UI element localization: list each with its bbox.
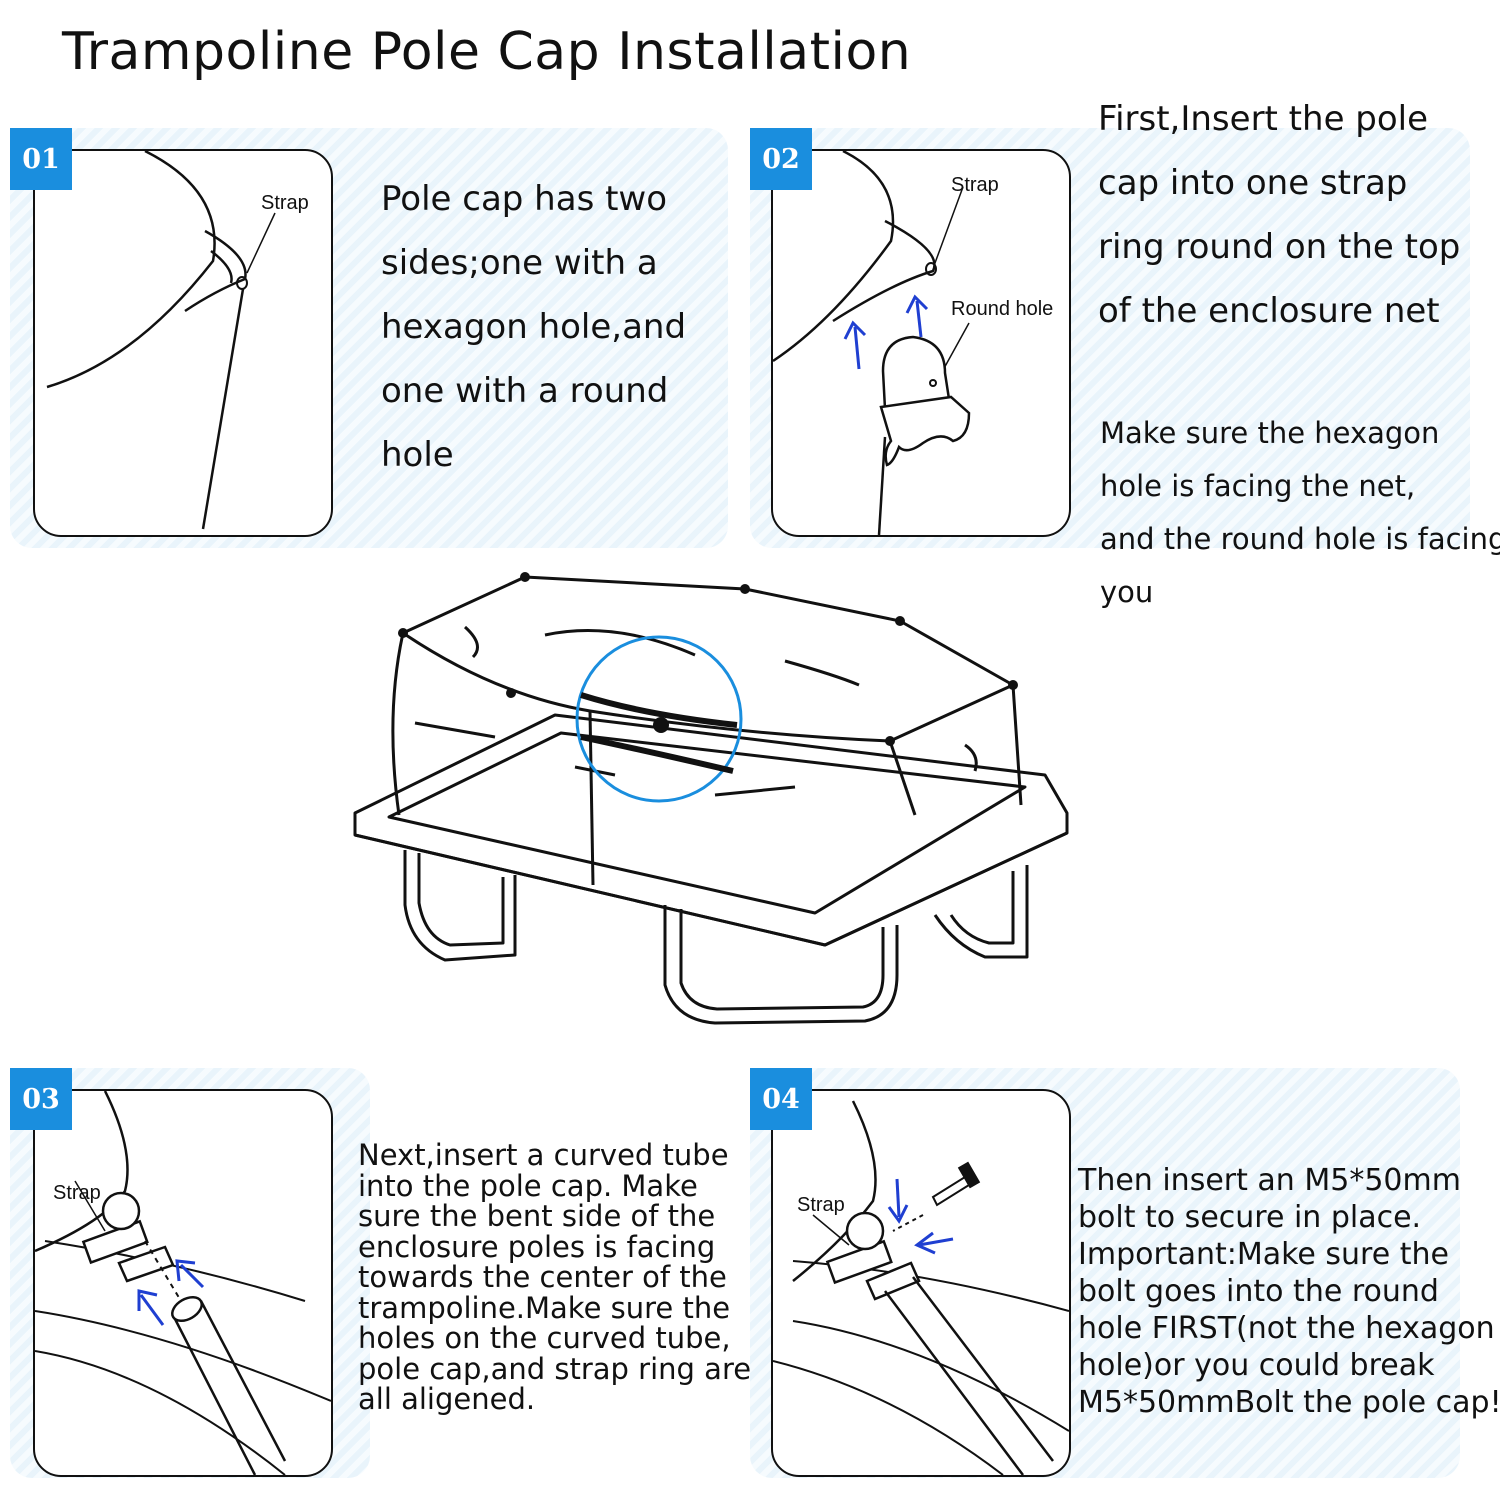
step2-line: ring round on the top (1098, 227, 1461, 267)
step2-text: First,Insert the pole cap into one strap… (1098, 87, 1460, 343)
step4-line: M5*50mmBolt the pole cap! (1078, 1385, 1500, 1420)
bolt-diagram-icon: Strap (773, 1100, 1069, 1475)
step3-line: pole cap,and strap ring are (358, 1351, 752, 1386)
step4-line: hole FIRST(not the hexagon (1078, 1311, 1495, 1346)
step2-note: Make sure the hexagon hole is facing the… (1100, 407, 1500, 619)
step2-note-line: and the round hole is facing (1100, 522, 1500, 556)
step4-line: Then insert an M5*50mm (1078, 1163, 1461, 1198)
step2-line: of the enclosure net (1098, 291, 1440, 331)
step2-note-line: Make sure the hexagon (1100, 416, 1440, 450)
step3-text: Next,insert a curved tube into the pole … (358, 1140, 751, 1415)
step1-illustration: Strap (33, 149, 333, 537)
strap-label: Strap (797, 1194, 845, 1216)
step1-line: sides;one with a (381, 243, 658, 283)
step3-line: towards the center of the (358, 1260, 727, 1294)
step3-line: trampoline.Make sure the (358, 1290, 731, 1325)
step2-illustration: Strap Round hole (771, 149, 1071, 537)
step3-illustration: Strap (33, 1089, 333, 1477)
step1-line: hexagon hole,and (381, 307, 687, 347)
step3-line: enclosure poles is facing (358, 1229, 716, 1264)
step4-illustration: Strap (771, 1089, 1071, 1477)
step3-badge: 03 (10, 1068, 72, 1130)
strap-label: Strap (261, 192, 309, 214)
step2-line: cap into one strap (1098, 163, 1408, 203)
step3-line: Next,insert a curved tube (358, 1138, 729, 1172)
page-title: Trampoline Pole Cap Installation (62, 22, 912, 82)
step2-note-line: you (1100, 575, 1154, 609)
arrow-up-icon (843, 294, 929, 370)
step1-badge: 01 (10, 128, 72, 190)
strap-label: Strap (53, 1182, 101, 1204)
strap-label: Strap (951, 174, 999, 196)
step4-line: bolt to secure in place. (1078, 1200, 1422, 1235)
step1-line: hole (381, 435, 454, 475)
step2-line: First,Insert the pole (1098, 99, 1429, 139)
step4-badge: 04 (750, 1068, 812, 1130)
step3-line: sure the bent side of the (358, 1199, 716, 1233)
step4-text: Then insert an M5*50mm bolt to secure in… (1078, 1162, 1500, 1421)
curved-tube-diagram-icon: Strap (35, 1091, 331, 1475)
strap-diagram-icon: Strap (46, 151, 309, 530)
step4-line: Important:Make sure the (1078, 1237, 1449, 1272)
pole-cap-diagram-icon: Strap Round hole (773, 151, 1053, 535)
trampoline-illustration (353, 572, 1069, 1025)
round-hole-label: Round hole (951, 298, 1053, 320)
step3-line: holes on the curved tube, (358, 1321, 731, 1355)
step4-line: hole)or you could break (1078, 1348, 1435, 1383)
step1-text: Pole cap has two sides;one with a hexago… (381, 167, 686, 487)
step4-line: bolt goes into the round (1078, 1274, 1439, 1309)
step2-note-line: hole is facing the net, (1100, 469, 1416, 503)
magnifier-circle (575, 635, 743, 803)
step2-badge: 02 (750, 128, 812, 190)
step3-line: into the pole cap. Make (358, 1168, 698, 1203)
arrow-left-icon (914, 1231, 954, 1255)
step1-line: Pole cap has two (381, 179, 668, 219)
arrow-down-icon (887, 1178, 909, 1224)
step1-line: one with a round (381, 371, 669, 411)
step3-line: all aligened. (358, 1382, 536, 1416)
arrow-up-icon (137, 1259, 205, 1326)
